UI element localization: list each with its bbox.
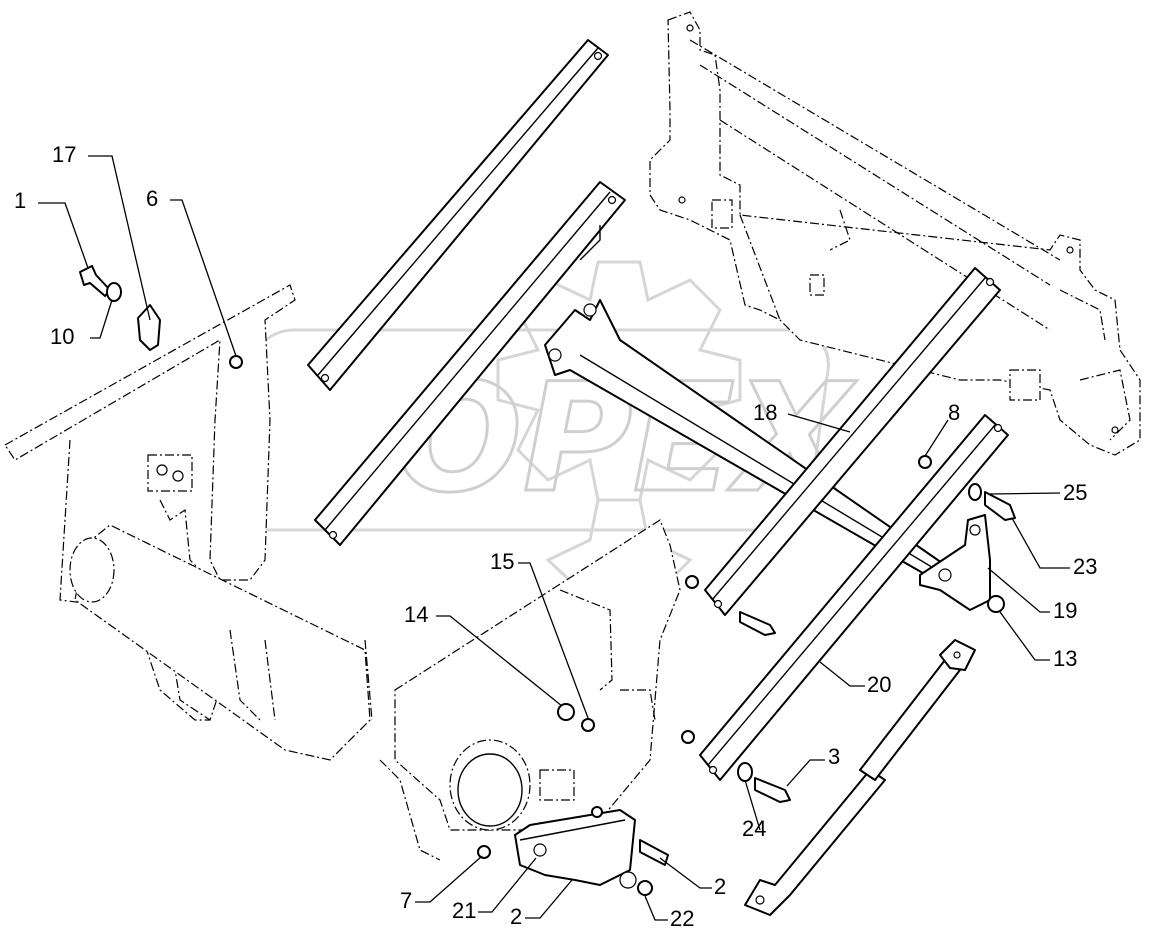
callout-2-right: 2 bbox=[714, 874, 727, 899]
hardware bbox=[79, 265, 1016, 896]
lower-right-frame bbox=[364, 519, 681, 861]
callout-20: 20 bbox=[867, 672, 892, 697]
callout-8: 8 bbox=[948, 400, 961, 425]
left-frame-outline bbox=[4, 284, 296, 721]
callout-18: 18 bbox=[753, 400, 778, 425]
callout-2-bottom: 2 bbox=[510, 904, 523, 929]
gas-spring bbox=[744, 639, 976, 916]
bracket-19 bbox=[919, 514, 991, 611]
callout-13: 13 bbox=[1053, 646, 1078, 671]
callout-22: 22 bbox=[670, 906, 695, 931]
callout-25: 25 bbox=[1063, 480, 1088, 505]
rail-right-upper bbox=[704, 267, 1001, 616]
callout-19: 19 bbox=[1053, 598, 1078, 623]
callout-23: 23 bbox=[1073, 554, 1098, 579]
rail-20 bbox=[699, 414, 1009, 781]
leader-lines bbox=[38, 155, 1070, 921]
callout-10: 10 bbox=[50, 324, 75, 349]
callout-17: 17 bbox=[52, 142, 77, 167]
main-tube bbox=[69, 524, 371, 761]
callout-21: 21 bbox=[452, 898, 477, 923]
callout-15: 15 bbox=[490, 549, 515, 574]
callout-6: 6 bbox=[146, 186, 159, 211]
callout-3: 3 bbox=[828, 744, 841, 769]
callout-24: 24 bbox=[742, 816, 767, 841]
callout-14: 14 bbox=[404, 602, 429, 627]
callout-7: 7 bbox=[400, 888, 413, 913]
cross-tube-18 bbox=[544, 299, 946, 581]
rail-upper-left bbox=[307, 39, 609, 391]
callout-1: 1 bbox=[14, 188, 27, 213]
rail-middle-left bbox=[314, 181, 626, 546]
bracket-21 bbox=[514, 809, 637, 889]
